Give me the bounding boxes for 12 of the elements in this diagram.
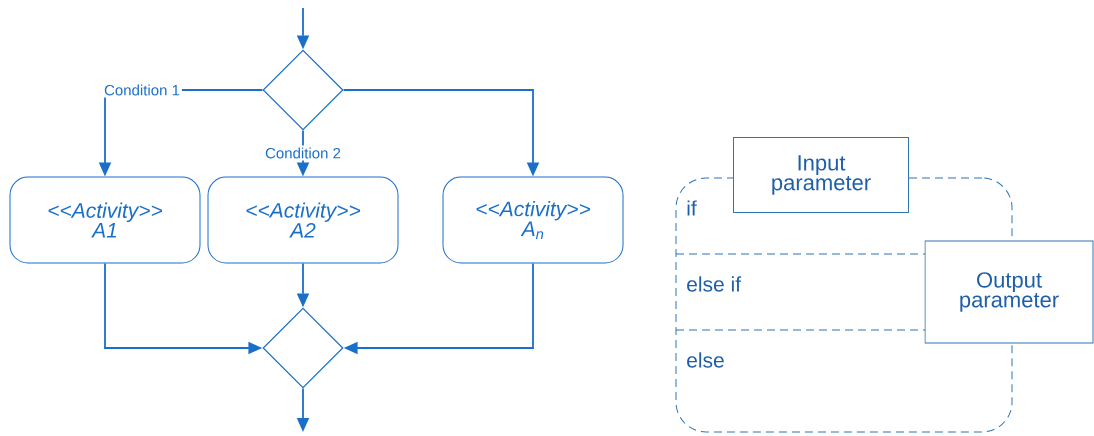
branch-label: else if (687, 276, 742, 292)
activity-box: <<Activity>> A$_{n}$ (442, 176, 624, 264)
edge-label: Condition 1 (104, 84, 180, 96)
branch-label: if (687, 200, 697, 216)
edge-label: Condition 2 (265, 147, 341, 159)
branch-label: else (687, 352, 724, 368)
parameter-box: Output parameter (924, 240, 1094, 344)
activity-box: <<Activity>> A1 (9, 176, 201, 264)
decision-diamond (262, 307, 344, 389)
parameter-box: Input parameter (733, 137, 909, 213)
decision-diamond (262, 49, 344, 131)
activity-box: <<Activity>> A2 (207, 176, 399, 264)
